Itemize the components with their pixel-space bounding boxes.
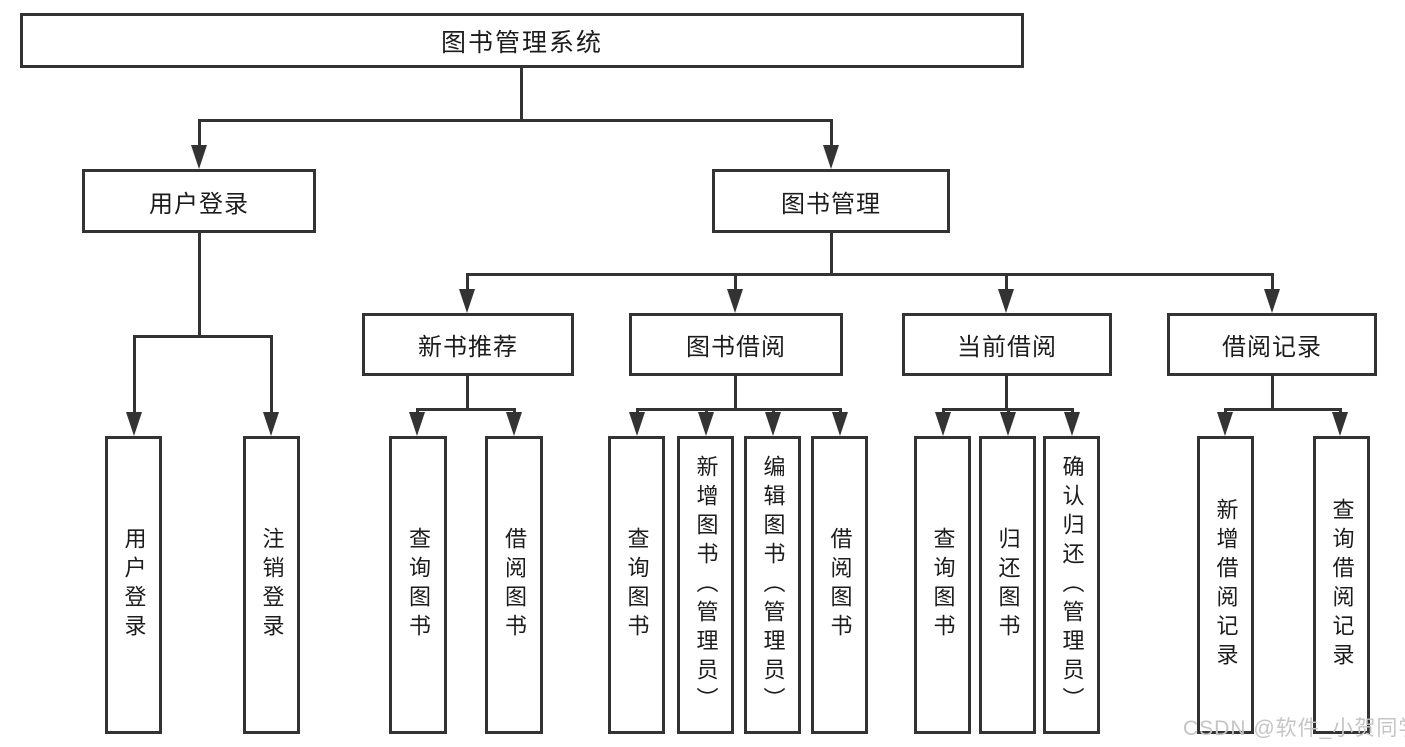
arrow-to-g5-add-record bbox=[1217, 412, 1233, 436]
connector-level3-bus bbox=[466, 273, 1274, 276]
arrow-to-user-login bbox=[191, 145, 207, 169]
leaf-query-borrow-record: 查询借阅记录 bbox=[1313, 436, 1370, 734]
node-book-management: 图书管理 bbox=[712, 169, 950, 233]
leaf-recommend-query-books: 查询图书 bbox=[389, 436, 447, 734]
arrow-to-borrow-records bbox=[1264, 289, 1280, 313]
arrow-to-book-borrowing bbox=[727, 289, 743, 313]
node-user-login: 用户登录 bbox=[82, 169, 316, 233]
arrow-to-g5-query-record bbox=[1332, 412, 1348, 436]
leaf-confirm-return-admin: 确认归还（管理员） bbox=[1043, 436, 1100, 734]
leaf-add-borrow-record-label: 新增借阅记录 bbox=[1213, 498, 1239, 672]
leaf-logout-label: 注销登录 bbox=[259, 527, 285, 643]
connector-borrow-record-stem bbox=[1271, 273, 1274, 293]
arrow-to-g4-confirm-return bbox=[1064, 412, 1080, 436]
leaf-user-login: 用户登录 bbox=[105, 436, 162, 734]
leaf-recommend-borrow-books-label: 借阅图书 bbox=[502, 527, 527, 643]
leaf-borrowing-query-books-label: 查询图书 bbox=[624, 527, 650, 643]
connector-level2-bus bbox=[198, 119, 833, 122]
node-current-borrowing: 当前借阅 bbox=[902, 313, 1112, 376]
leaf-recommend-borrow-books: 借阅图书 bbox=[485, 436, 543, 734]
arrow-to-login-leaf bbox=[126, 412, 142, 436]
arrow-to-g2-borrow-books bbox=[506, 412, 522, 436]
node-book-borrowing: 图书借阅 bbox=[629, 313, 843, 376]
node-new-book-recommend: 新书推荐 bbox=[362, 313, 574, 376]
leaf-current-query-books-label: 查询图书 bbox=[930, 527, 956, 643]
node-current-borrowing-label: 当前借阅 bbox=[957, 334, 1057, 361]
leaf-borrowing-query-books: 查询图书 bbox=[608, 436, 665, 734]
leaf-edit-books-admin-label: 编辑图书（管理员） bbox=[760, 454, 786, 716]
connector-book-mgmt-drop bbox=[830, 233, 833, 276]
arrow-to-g3-borrow-books bbox=[832, 412, 848, 436]
connector-new-book-bus bbox=[416, 408, 516, 411]
csdn-watermark: CSDN @软件_小贺同学 bbox=[1183, 717, 1405, 740]
connector-borrow-record-drop bbox=[1271, 376, 1274, 411]
node-borrow-records: 借阅记录 bbox=[1167, 313, 1377, 376]
leaf-add-borrow-record: 新增借阅记录 bbox=[1197, 436, 1254, 734]
connector-user-login-bus bbox=[133, 335, 273, 338]
leaf-user-login-label: 用户登录 bbox=[121, 527, 147, 643]
connector-user-login-stem bbox=[198, 119, 201, 147]
leaf-logout: 注销登录 bbox=[243, 436, 300, 734]
connector-book-mgmt-stem bbox=[830, 119, 833, 147]
arrow-to-g3-add-books bbox=[698, 412, 714, 436]
connector-logout-leaf-stem bbox=[270, 335, 273, 415]
arrow-to-g3-query-books bbox=[629, 412, 645, 436]
node-new-book-recommend-label: 新书推荐 bbox=[418, 334, 518, 361]
arrow-to-logout-leaf bbox=[263, 412, 279, 436]
leaf-add-books-admin: 新增图书（管理员） bbox=[677, 436, 734, 734]
connector-borrow-record-bus bbox=[1224, 408, 1342, 411]
connector-current-borrow-drop bbox=[1005, 376, 1008, 411]
arrow-to-g4-query-books bbox=[935, 412, 951, 436]
leaf-borrowing-borrow-books-label: 借阅图书 bbox=[827, 527, 853, 643]
arrow-to-g3-edit-books bbox=[765, 412, 781, 436]
leaf-confirm-return-admin-label: 确认归还（管理员） bbox=[1059, 454, 1085, 716]
node-library-system: 图书管理系统 bbox=[20, 13, 1024, 68]
leaf-current-query-books: 查询图书 bbox=[914, 436, 971, 734]
connector-new-book-stem bbox=[466, 273, 469, 293]
leaf-query-borrow-record-label: 查询借阅记录 bbox=[1329, 498, 1355, 672]
node-user-login-label: 用户登录 bbox=[149, 190, 249, 218]
leaf-recommend-query-books-label: 查询图书 bbox=[406, 527, 431, 643]
connector-current-borrow-stem bbox=[1005, 273, 1008, 293]
leaf-add-books-admin-label: 新增图书（管理员） bbox=[693, 454, 719, 716]
connector-new-book-drop bbox=[466, 376, 469, 411]
connector-book-borrow-bus bbox=[636, 408, 840, 411]
connector-user-login-drop bbox=[198, 233, 201, 338]
arrow-to-new-book-recommend bbox=[459, 289, 475, 313]
arrow-to-current-borrowing bbox=[998, 289, 1014, 313]
connector-root-drop bbox=[520, 68, 523, 122]
connector-book-borrow-drop bbox=[734, 376, 737, 411]
node-library-system-label: 图书管理系统 bbox=[440, 28, 603, 57]
node-borrow-records-label: 借阅记录 bbox=[1222, 334, 1322, 361]
node-book-management-label: 图书管理 bbox=[781, 190, 881, 218]
connector-login-leaf-stem bbox=[133, 335, 136, 415]
connector-book-borrow-stem bbox=[734, 273, 737, 293]
arrow-to-g4-return-books bbox=[1000, 412, 1016, 436]
arrow-to-book-mgmt bbox=[823, 145, 839, 169]
node-book-borrowing-label: 图书借阅 bbox=[686, 334, 786, 361]
leaf-return-books-label: 归还图书 bbox=[995, 527, 1021, 643]
leaf-borrowing-borrow-books: 借阅图书 bbox=[811, 436, 868, 734]
leaf-return-books: 归还图书 bbox=[979, 436, 1036, 734]
arrow-to-g2-query-books bbox=[409, 412, 425, 436]
leaf-edit-books-admin: 编辑图书（管理员） bbox=[744, 436, 801, 734]
